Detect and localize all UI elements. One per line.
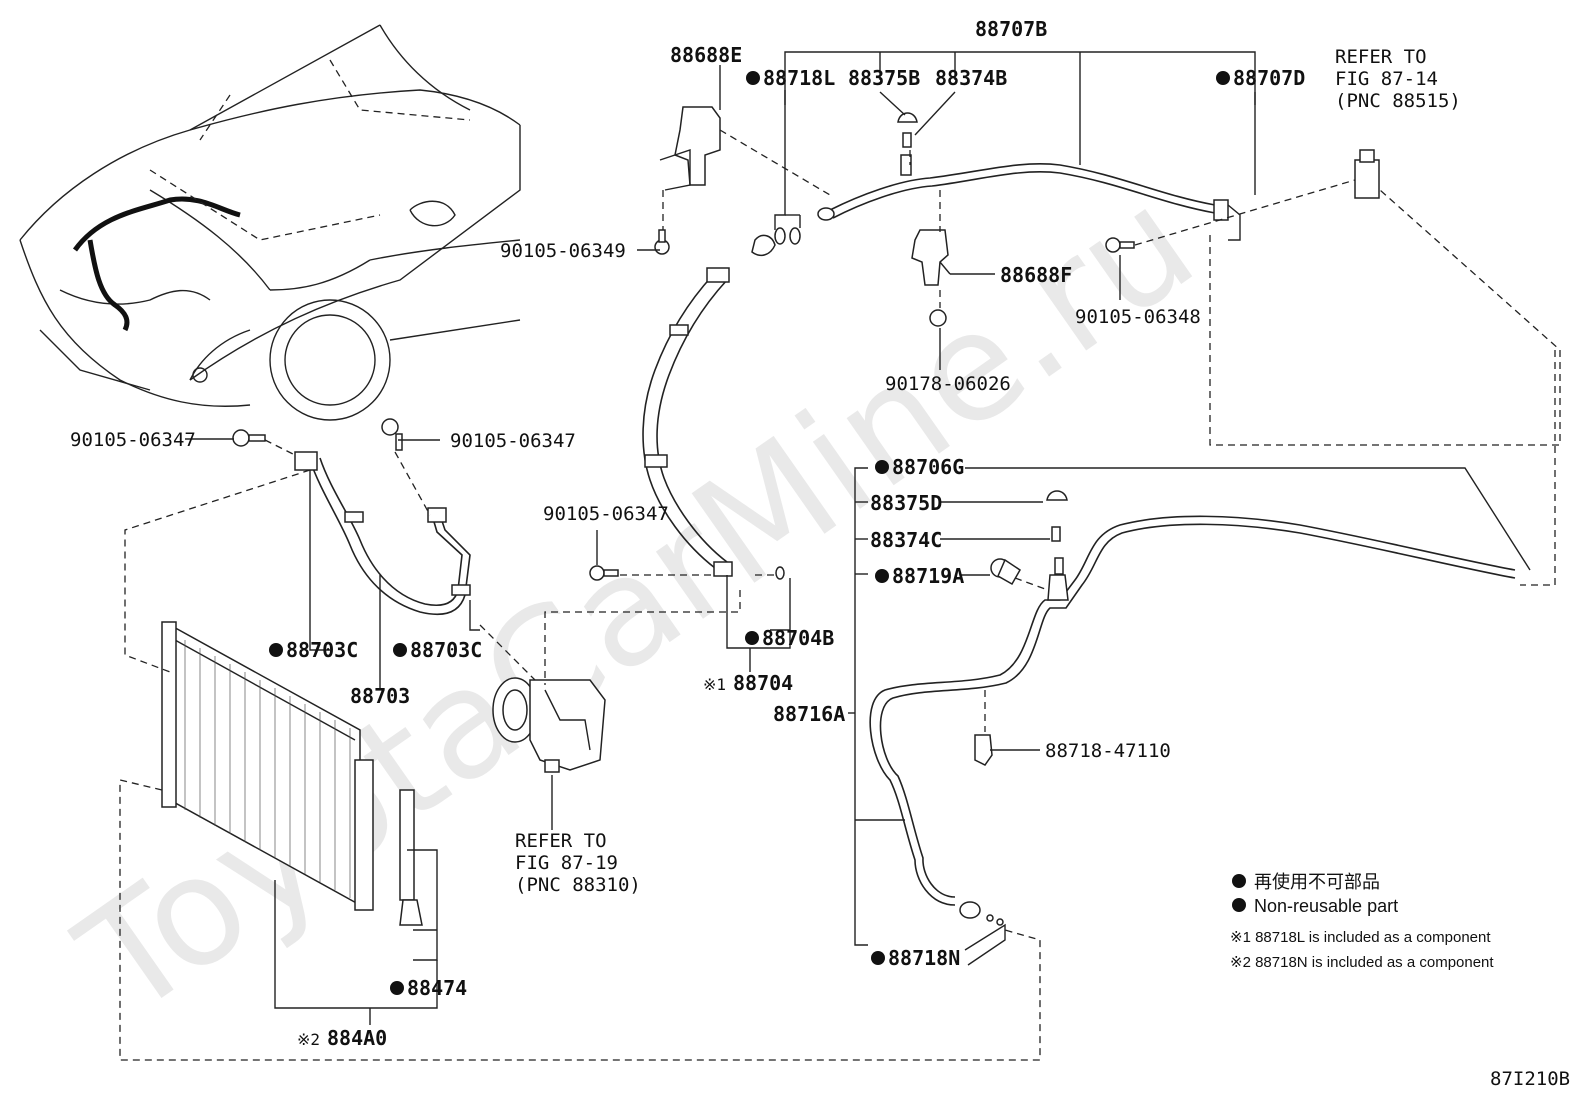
- label-88375D: 88375D: [870, 491, 942, 515]
- label-88704-mark: ※1: [703, 675, 726, 694]
- condenser-assembly: [161, 621, 423, 926]
- pressure-switch-88719A: [990, 558, 1021, 586]
- label-884A0-mark: ※2: [297, 1030, 320, 1049]
- label-88718L: 88718L: [763, 66, 835, 90]
- legend: 再使用不可部品 Non-reusable part ※1 88718L is i…: [1230, 872, 1494, 971]
- bolt-90105-06347-left: [232, 429, 266, 447]
- label-884A0: 884A0: [327, 1026, 387, 1050]
- valve-cap-88375D: [1046, 490, 1068, 501]
- legend-non-reusable-en: Non-reusable part: [1254, 896, 1398, 916]
- non-reusable-dot-88474: [390, 981, 404, 995]
- label-88704: 88704: [733, 671, 793, 695]
- o-ring-set-88718L: [751, 227, 801, 257]
- label-88716A: 88716A: [773, 702, 845, 726]
- refer-fig-87-14-line2: FIG 87-14: [1335, 68, 1438, 90]
- label-88704B: 88704B: [762, 626, 834, 650]
- bolt-90105-06347-compressor: [589, 565, 619, 581]
- legend-dot-jp: [1232, 874, 1246, 888]
- bolt-90105-06348: [1105, 237, 1135, 253]
- legend-note-1: ※1 88718L is included as a component: [1230, 929, 1491, 946]
- label-88474: 88474: [407, 976, 467, 1000]
- non-reusable-dot-88703C-a: [269, 643, 283, 657]
- legend-non-reusable-jp: 再使用不可部品: [1254, 872, 1380, 892]
- refer-fig-87-19-line3: (PNC 88310): [515, 874, 641, 896]
- label-90105-06347-compressor: 90105-06347: [543, 503, 669, 525]
- non-reusable-dot-88719A: [875, 569, 889, 583]
- bolt-90105-06347-mid: [381, 418, 403, 451]
- label-90105-06347-mid: 90105-06347: [450, 430, 576, 452]
- dashed-reference-lines: [119, 129, 1561, 1061]
- label-88706G: 88706G: [892, 455, 964, 479]
- condenser-hose-88703: [294, 451, 471, 616]
- legend-note-2: ※2 88718N is included as a component: [1230, 954, 1494, 971]
- bracket-88688F: [911, 229, 949, 286]
- refer-fig-87-14-line1: REFER TO: [1335, 46, 1427, 68]
- clamp-88718-47110: [974, 734, 993, 766]
- expansion-valve-ref: [1354, 149, 1380, 199]
- label-88707B: 88707B: [975, 17, 1047, 41]
- non-reusable-dot-88704B: [745, 631, 759, 645]
- non-reusable-dot-88707D: [1216, 71, 1230, 85]
- service-valve-88375B-88374B: [897, 112, 918, 176]
- leader-lines: [185, 51, 1531, 1025]
- label-88688E: 88688E: [670, 43, 742, 67]
- label-88375B: 88375B: [848, 66, 920, 90]
- label-88374C: 88374C: [870, 528, 942, 552]
- label-88688F: 88688F: [1000, 263, 1072, 287]
- valve-core-88374C: [1051, 526, 1061, 542]
- compressor-ref: [492, 677, 606, 773]
- part-labels: 88707B 88688E 88718L 88375B 88374B 88707…: [70, 17, 1461, 1050]
- non-reusable-dot-88718N: [871, 951, 885, 965]
- label-88718N: 88718N: [888, 946, 960, 970]
- refer-fig-87-14-line3: (PNC 88515): [1335, 90, 1461, 112]
- refer-fig-87-19-line2: FIG 87-19: [515, 852, 618, 874]
- discharge-hose-88704: [642, 267, 785, 580]
- figure-code: 87I210B: [1490, 1068, 1570, 1090]
- label-90105-06349: 90105-06349: [500, 240, 626, 262]
- watermark: ToyotaCarMine.ru: [50, 155, 1224, 1050]
- non-reusable-dot-88706G: [875, 460, 889, 474]
- bracket-88688E: [659, 106, 721, 191]
- label-90178-06026: 90178-06026: [885, 373, 1011, 395]
- label-88374B: 88374B: [935, 66, 1007, 90]
- label-90105-06348: 90105-06348: [1075, 306, 1201, 328]
- non-reusable-dot-88718L: [746, 71, 760, 85]
- label-90105-06347-left: 90105-06347: [70, 429, 196, 451]
- label-88703C-b: 88703C: [410, 638, 482, 662]
- label-88707D: 88707D: [1233, 66, 1305, 90]
- refer-fig-87-19-line1: REFER TO: [515, 830, 607, 852]
- o-ring-88718N: [964, 923, 1006, 966]
- non-reusable-dot-88703C-b: [393, 643, 407, 657]
- label-88703: 88703: [350, 684, 410, 708]
- liquid-pipe-88716A: [869, 515, 1516, 926]
- label-88718-47110: 88718-47110: [1045, 740, 1171, 762]
- legend-dot-en: [1232, 898, 1246, 912]
- nut-90178-06026: [929, 309, 947, 327]
- label-88703C-a: 88703C: [286, 638, 358, 662]
- car-front-illustration: [19, 24, 521, 421]
- label-88719A: 88719A: [892, 564, 964, 588]
- suction-pipe-88707B: [817, 163, 1241, 241]
